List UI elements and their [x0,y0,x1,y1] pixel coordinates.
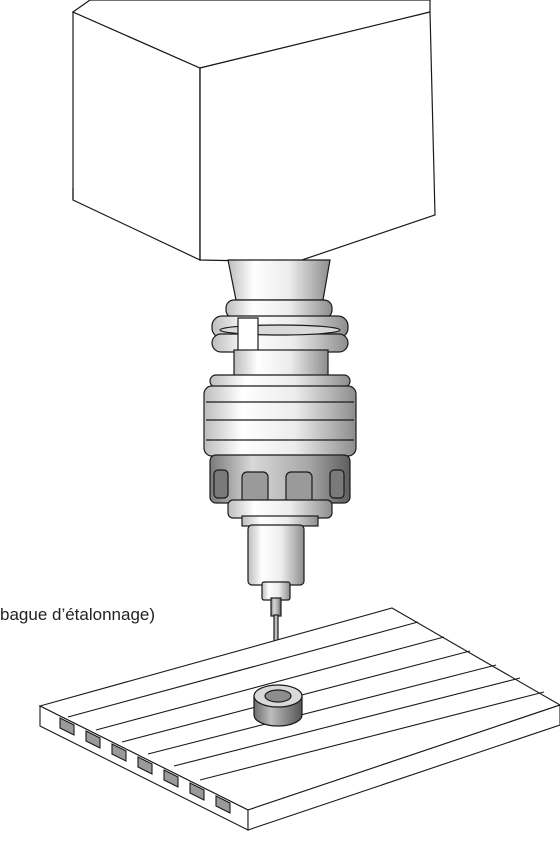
spindle-nose [227,259,331,301]
tool-holder [211,299,349,377]
head-top-face [71,0,431,69]
spindle-head [71,0,436,301]
calibration-ring [253,684,303,727]
calibration-ring-label: bague d’étalonnage) [0,605,156,624]
table-right [247,704,560,831]
touch-probe [203,374,357,601]
